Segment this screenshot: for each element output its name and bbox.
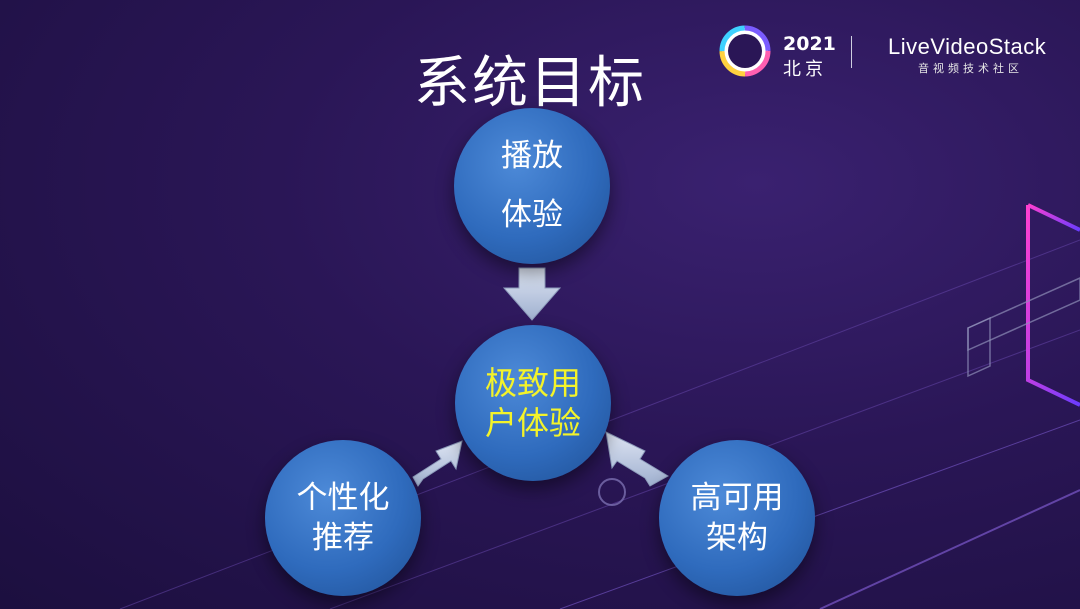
node-personalized-recommendation: 个性化 推荐 <box>265 440 421 596</box>
arrow-left-to-center <box>412 440 463 487</box>
brand-name: LiveVideoStack <box>888 34 1047 59</box>
node-label-line: 体验 <box>501 197 563 233</box>
brand-logo: LiveVideoStack 音视频技术社区 <box>888 34 1053 76</box>
node-ultimate-user-experience: 极致用 户体验 <box>455 325 611 481</box>
node-playback-experience: 播放 体验 <box>454 108 610 264</box>
event-year: 2021 <box>783 33 836 55</box>
node-label-line: 架构 <box>706 520 768 556</box>
event-logo-icon <box>719 25 771 77</box>
node-label-line: 播放 <box>501 138 563 175</box>
node-label-line: 个性化 <box>296 479 390 516</box>
brand-tagline: 音视频技术社区 <box>918 62 1023 75</box>
node-label-line: 户体验 <box>484 404 581 442</box>
arrow-right-to-center <box>605 431 669 487</box>
header-divider <box>851 36 852 68</box>
node-high-availability-architecture: 高可用 架构 <box>659 440 815 596</box>
event-city: 北京 <box>783 59 827 80</box>
node-label-line: 推荐 <box>312 520 374 556</box>
arrow-top-to-center <box>502 267 562 321</box>
event-year-badge: 2021 北京 <box>783 33 836 81</box>
node-label-line: 极致用 <box>484 364 581 402</box>
slide-title: 系统目标 <box>414 51 646 116</box>
node-label-line: 高可用 <box>690 479 784 516</box>
